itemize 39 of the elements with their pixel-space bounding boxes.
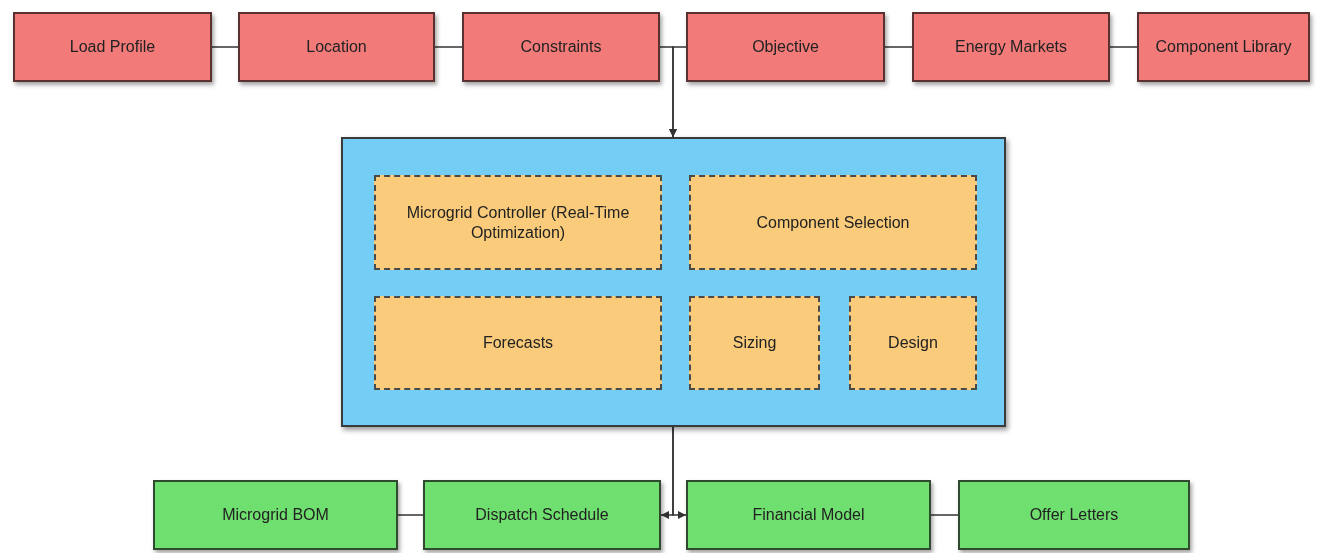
node-label: Objective [752,37,819,57]
node-label: Load Profile [69,37,156,57]
node-label: Forecasts [482,333,554,353]
connector-line [434,46,463,48]
connector-line [211,46,239,48]
input-box [686,12,885,82]
output-box [958,480,1190,550]
module-box [849,296,977,390]
node-label: Constraints [520,37,602,57]
node-label: Microgrid BOM [222,505,329,525]
node-label: Financial Model [752,505,865,525]
input-box [462,12,660,82]
arrow [669,46,687,138]
input-box [13,12,212,82]
node-label: Component Selection [756,212,910,233]
module-box [689,175,977,270]
input-box [912,12,1110,82]
engine-panel [341,137,1006,427]
node-label: Offer Letters [1029,505,1119,525]
module-box [374,296,662,390]
connector-line [884,46,913,48]
node-label: Location [306,37,367,57]
output-box [423,480,661,550]
connector-line [397,514,424,516]
node-label: Component Library [1155,37,1292,57]
connector-line [930,514,959,516]
node-label: Design [888,333,938,353]
node-label: Sizing [732,333,777,353]
module-box [374,175,662,270]
node-label: Microgrid Controller (Real-Time Optimization) [405,202,631,243]
input-box [238,12,435,82]
module-box [689,296,820,390]
arrow [672,426,687,519]
connector-line [1109,46,1138,48]
node-label: Energy Markets [954,37,1067,57]
output-box [153,480,398,550]
node-label: Dispatch Schedule [475,505,609,525]
output-box [686,480,931,550]
input-box [1137,12,1310,82]
